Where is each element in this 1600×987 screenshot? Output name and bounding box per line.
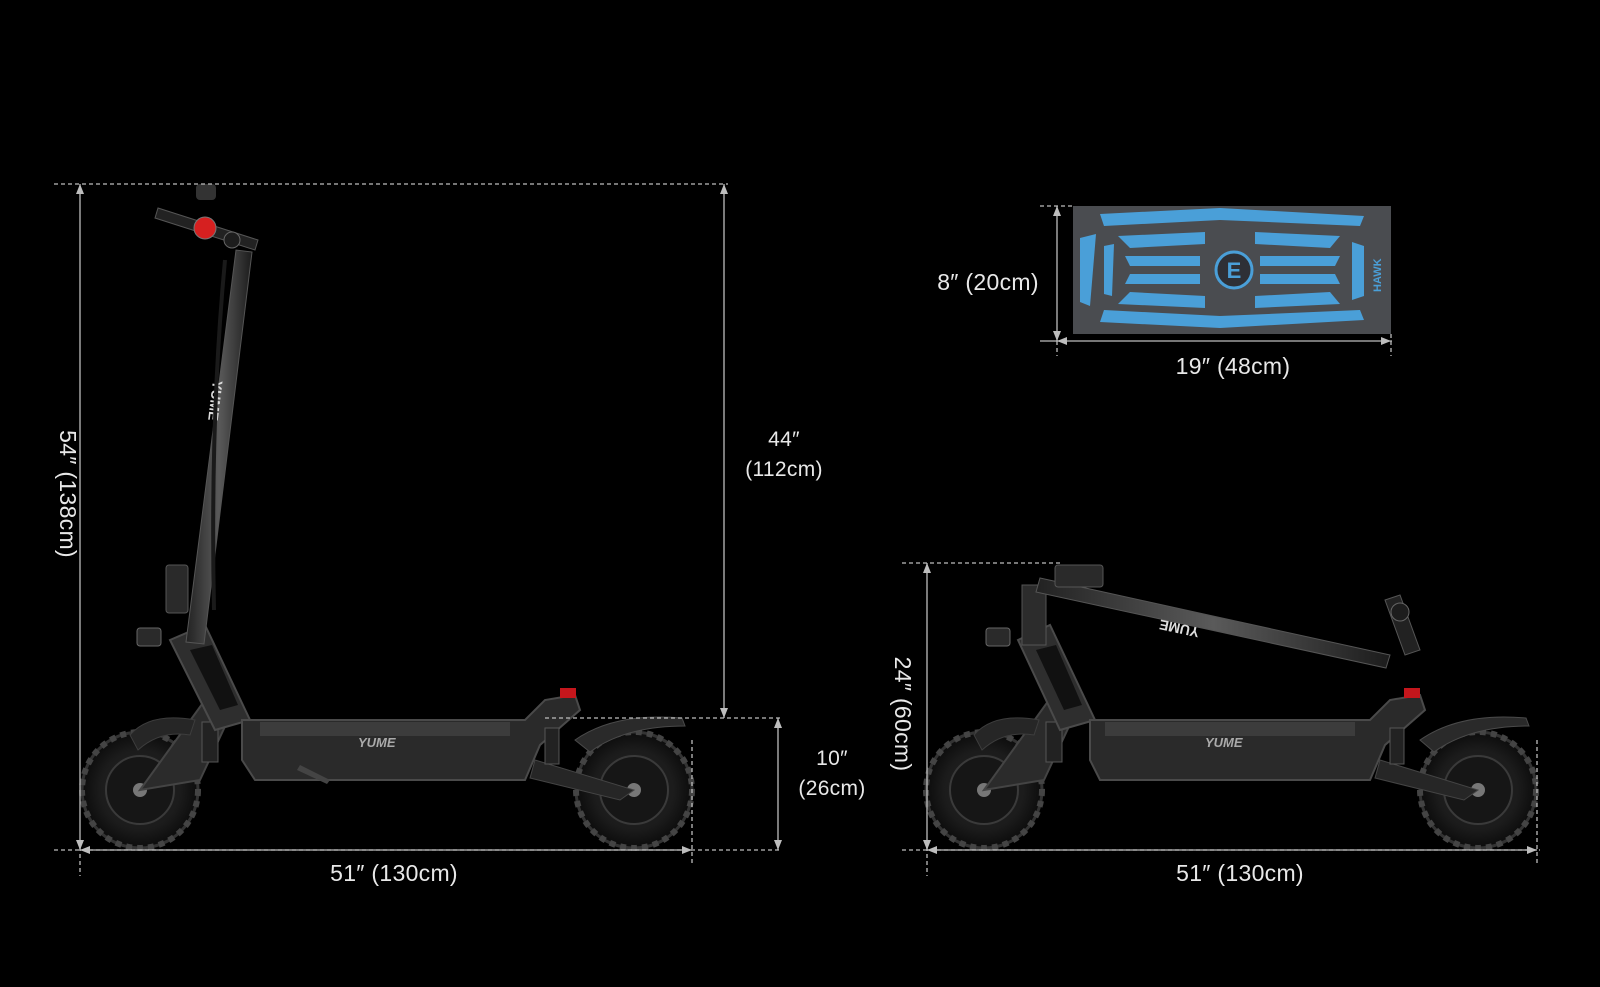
unfolded-length-label: 51″ (130cm) bbox=[330, 860, 458, 886]
dimension-lines bbox=[54, 183, 1540, 876]
dimension-arrows bbox=[76, 184, 1537, 854]
folded-deck-brand-text: YUME bbox=[1205, 735, 1243, 750]
deck-height-label-line1: 10″ bbox=[816, 747, 848, 770]
mat-logo-text: E bbox=[1227, 258, 1242, 283]
deck-brand-text: YUME bbox=[358, 735, 396, 750]
deck-height-label: 10″ (26cm) bbox=[782, 744, 882, 804]
brake-button bbox=[193, 216, 217, 240]
stem-height-label-line2: (112cm) bbox=[745, 458, 823, 481]
folded-length-label: 51″ (130cm) bbox=[1176, 860, 1304, 886]
stem-height-label: 44″ (112cm) bbox=[734, 425, 834, 485]
mat-brand-text: HAWK bbox=[1372, 258, 1384, 292]
tail-light bbox=[560, 688, 576, 698]
deck-length-label: 19″ (48cm) bbox=[1175, 353, 1291, 379]
scooter-unfolded-image: YUME YUME bbox=[79, 184, 695, 851]
folded-height-label: 24″ (60cm) bbox=[890, 656, 916, 772]
deck-mat-image: E HAWK bbox=[1073, 206, 1391, 334]
deck-width-label: 8″ (20cm) bbox=[937, 269, 1039, 295]
total-height-label: 54″ (138cm) bbox=[55, 430, 81, 558]
scooter-folded-image: YUME YUME bbox=[923, 564, 1539, 851]
yume-logo bbox=[1214, 250, 1254, 290]
stem-height-label-line1: 44″ bbox=[768, 428, 800, 451]
deck-height-label-line2: (26cm) bbox=[798, 777, 866, 800]
